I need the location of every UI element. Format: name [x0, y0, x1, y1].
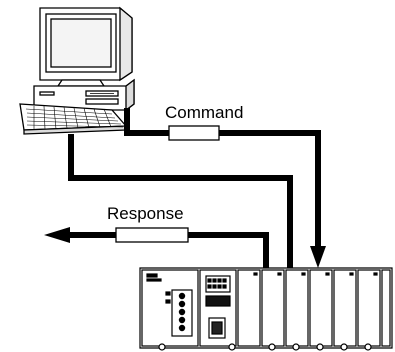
response-arrowhead: [44, 227, 70, 243]
command-cable: [124, 108, 321, 248]
desktop-computer-icon: [19, 6, 135, 135]
response-label: Response: [107, 204, 184, 223]
command-label: Command: [165, 103, 243, 122]
command-arrowhead: [310, 246, 326, 268]
keyboard-cable: [68, 134, 293, 302]
response-box: [115, 227, 189, 243]
command-box: [168, 125, 220, 141]
plc-rack-icon: [139, 267, 393, 351]
